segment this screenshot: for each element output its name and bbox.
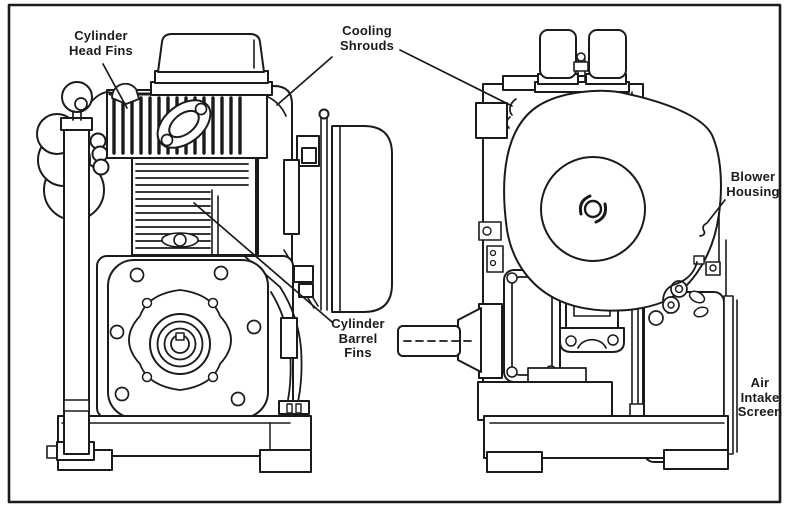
callout-line: Air <box>750 375 770 390</box>
callout-cylinder-barrel-fins: Cylinder Barrel Fins <box>314 316 402 361</box>
callout-line: Cylinder <box>74 28 128 43</box>
leader-cylinder-barrel-fins <box>193 202 333 323</box>
leader-cylinder-head-fins <box>102 63 128 109</box>
air-cleaner <box>150 33 273 96</box>
head-fin-stacks <box>534 29 630 93</box>
callout-line: Cylinder <box>331 316 385 331</box>
callout-cylinder-head-fins: Cylinder Head Fins <box>54 28 148 58</box>
callout-line: Barrel <box>338 330 378 346</box>
callout-line: Head Fins <box>69 42 133 58</box>
leader-cooling-shrouds-left <box>276 56 333 106</box>
callout-line: Cooling <box>342 23 392 38</box>
blower-housing-drawing <box>503 89 722 312</box>
callout-air-intake-screen: Air Intake Screen <box>714 375 787 420</box>
crankcase-cover <box>107 259 269 419</box>
crankshaft-hub <box>149 313 211 375</box>
engine-base-left <box>57 415 312 473</box>
flywheel-housing-side <box>331 125 393 313</box>
callout-blower-housing: Blower Housing <box>707 169 787 199</box>
figure-border <box>7 3 782 504</box>
governor-linkage <box>662 212 721 318</box>
exhaust-pipe <box>46 117 95 461</box>
leader-cooling-shrouds-right <box>399 49 513 107</box>
callout-cooling-shrouds: Cooling Shrouds <box>322 23 412 53</box>
callout-line: Screen <box>737 404 783 420</box>
leader-lines <box>102 49 726 323</box>
engine-base-right <box>477 367 729 473</box>
callout-line: Housing <box>726 183 780 199</box>
left-engine-view <box>36 33 393 473</box>
flywheel-spinner <box>578 194 608 224</box>
callout-line: Intake <box>740 389 780 405</box>
callout-line: Blower <box>730 169 776 184</box>
callout-line: Fins <box>344 345 372 361</box>
spark-plug-boot <box>90 82 140 105</box>
exhaust-elbow <box>89 132 110 176</box>
callout-line: Shrouds <box>339 37 395 53</box>
leader-tick-mark <box>506 98 517 129</box>
pto-shaft <box>397 303 503 379</box>
right-engine-view <box>397 29 738 473</box>
pull-ring <box>61 81 93 121</box>
leader-blower-housing <box>699 199 726 237</box>
ignition-brackets <box>283 108 330 311</box>
